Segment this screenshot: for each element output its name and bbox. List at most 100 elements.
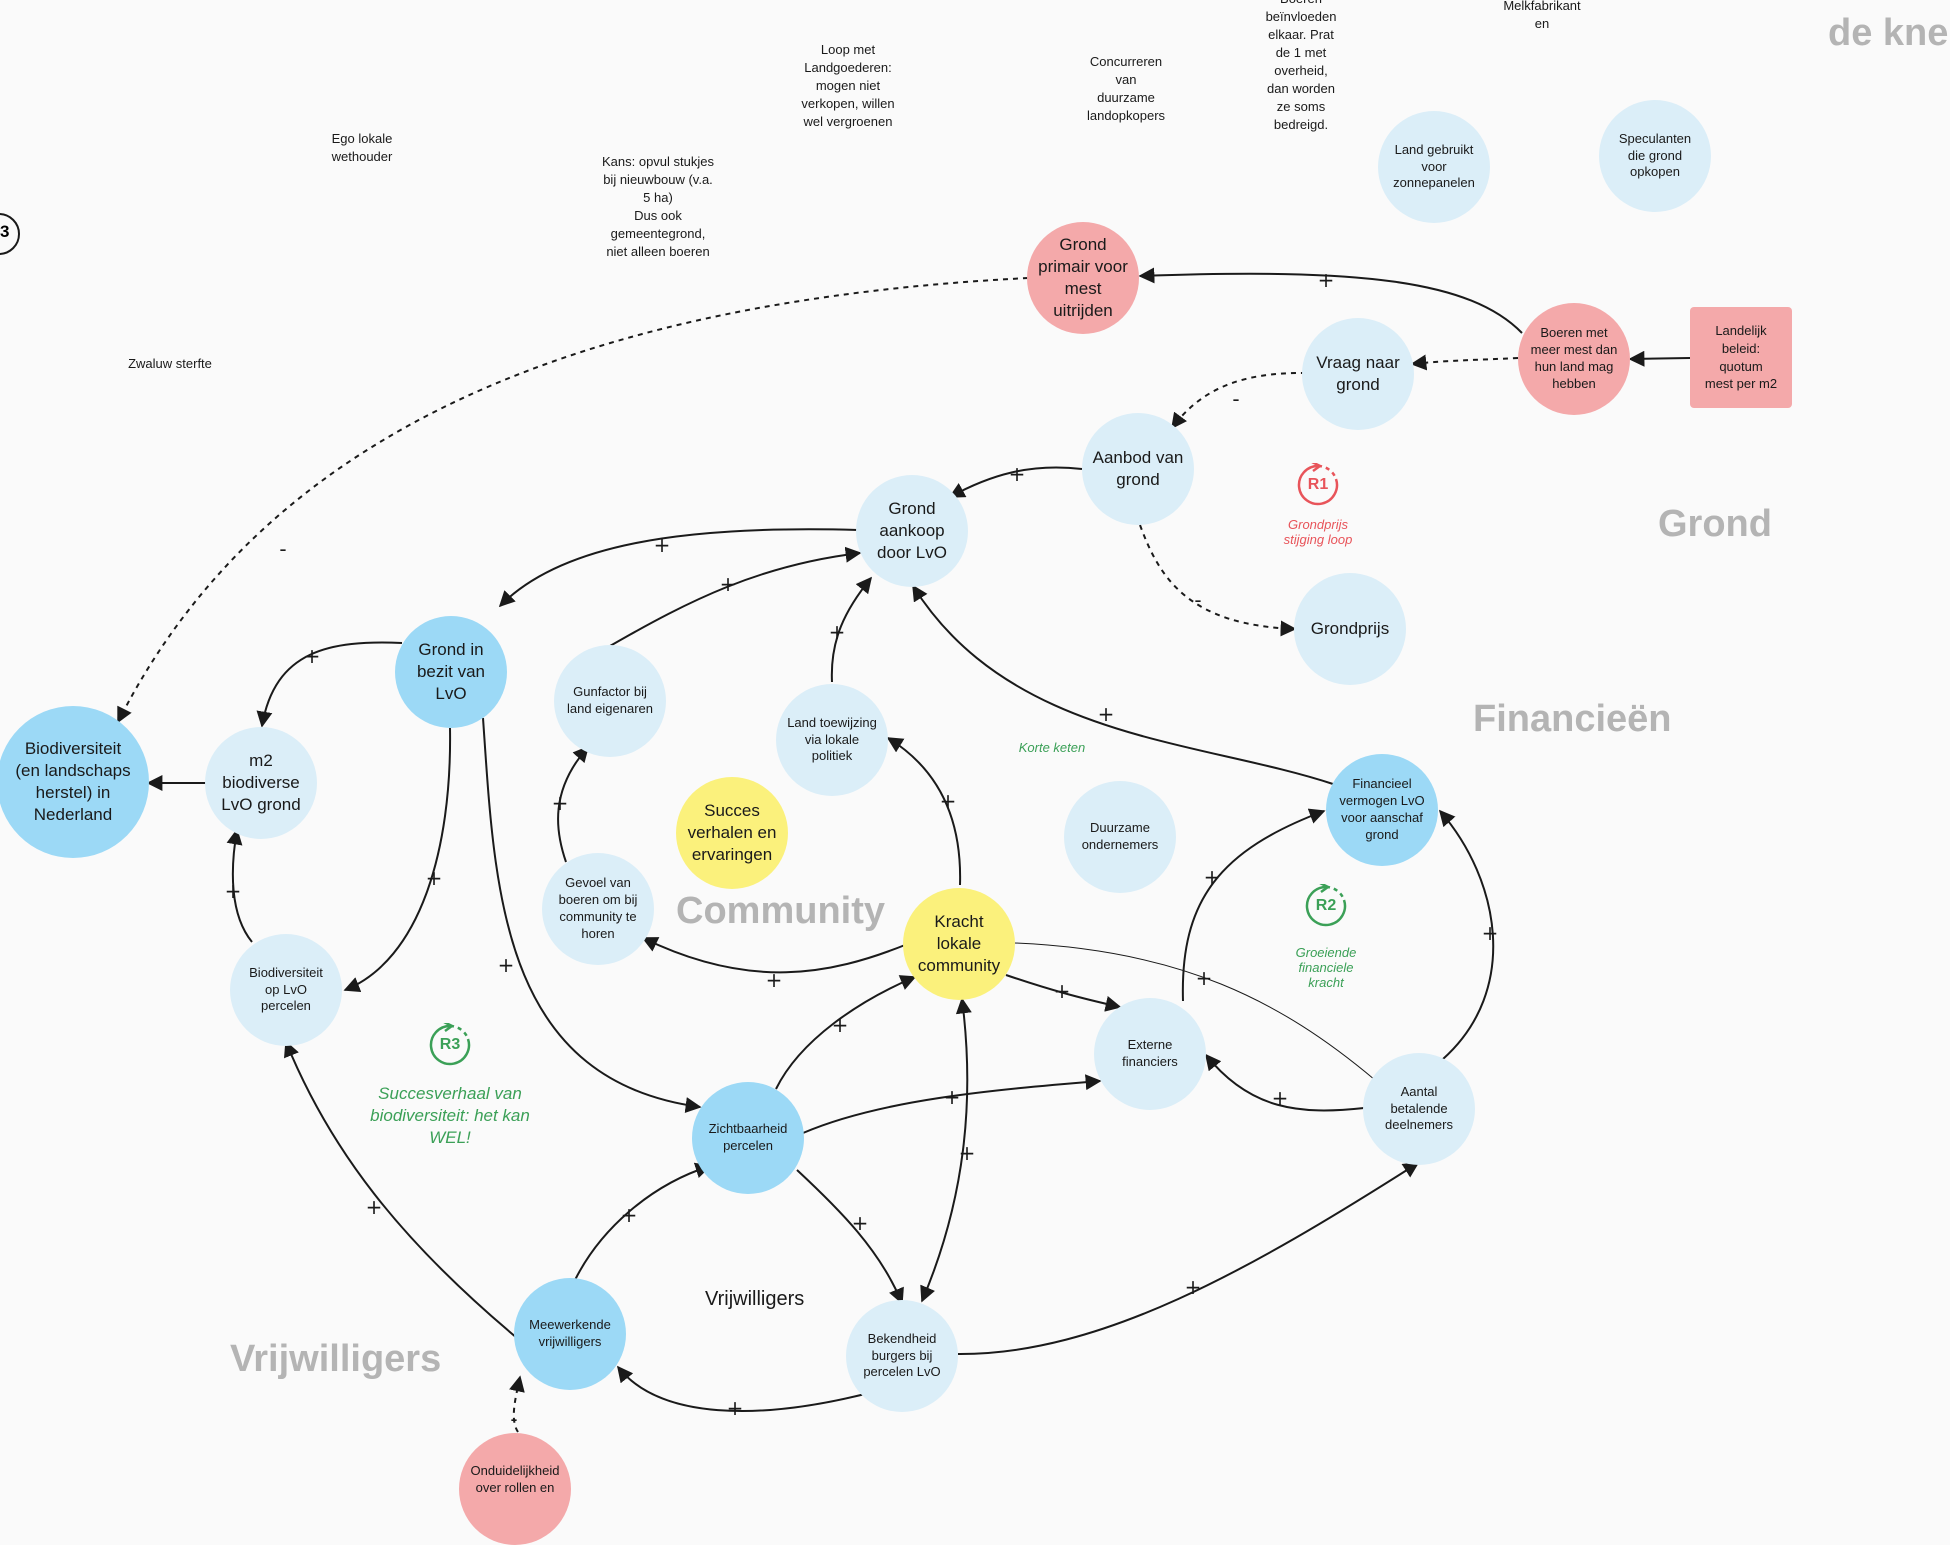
link-zicht-to-bekendheid [796, 1169, 904, 1305]
polarity-plus: + [1054, 979, 1071, 1003]
node-externe-financiers[interactable]: Externe financiers [1094, 998, 1206, 1110]
node-label: Zichtbaarheid percelen [708, 1121, 788, 1153]
node-label: Externe financiers [1122, 1037, 1178, 1069]
link-bekendheid-to-meewerkende [617, 1365, 866, 1413]
node-grond-aankoop-lvo[interactable]: Grond aankoop door LvO [856, 475, 968, 587]
link-onduidelijk-to-meewerkende [509, 1375, 525, 1433]
link-toewijzing-to-aankoop [830, 576, 873, 683]
node-grond-primair-mest[interactable]: Grond primair voor mest uitrijden [1027, 222, 1139, 334]
node-label: Speculanten die grond opkopen [1618, 130, 1692, 180]
polarity-minus: - [510, 1407, 517, 1431]
node-label: Grond primair voor mest uitrijden [1038, 234, 1128, 321]
loop-r3-text: Succesverhaal van biodiversiteit: het ka… [370, 1084, 530, 1148]
polarity-plus: + [1098, 702, 1115, 726]
note-melkfabrikant: Melkfabrikant en [1503, 0, 1581, 31]
node-meewerkende-vrijwilligers[interactable]: Meewerkende vrijwilligers [514, 1278, 626, 1390]
node-kracht-lokale-community[interactable]: Kracht lokale community [903, 888, 1015, 1000]
node-land-zonnepanelen[interactable]: Land gebruikt voor zonnepanelen [1378, 111, 1490, 223]
node-speculanten[interactable]: Speculanten die grond opkopen [1599, 100, 1711, 212]
section-financien: Financieën [1473, 698, 1672, 740]
note-boeren-beinvloeden: Boeren beïnvloeden elkaar. Prat de 1 met… [1265, 0, 1337, 132]
link-bekendheid-to-kracht [920, 997, 972, 1303]
polarity-plus: + [1196, 966, 1213, 990]
loop-r3-icon: R3 [428, 1020, 472, 1067]
link-vraag-to-aanbod [1171, 371, 1307, 430]
polarity-plus: + [225, 879, 242, 903]
node-label: Boeren met meer mest dan hun land mag he… [1530, 325, 1618, 391]
node-grondprijs[interactable]: Grondprijs [1294, 573, 1406, 685]
node-label: Vraag naar grond [1316, 352, 1400, 394]
link-aanbod-to-grondprijs [1139, 524, 1297, 637]
node-biodiversiteit-nederland[interactable]: Biodiversiteit (en landschaps herstel) i… [0, 706, 149, 858]
polarity-plus: + [940, 789, 957, 813]
label-vrijwilligers: Vrijwilligers [705, 1288, 805, 1310]
loop-r2-text: Groeiende financiele kracht [1295, 945, 1357, 990]
loop-r1-id: R1 [1307, 476, 1329, 493]
node-aantal-betalende-deelnemers[interactable]: Aantal betalende deelnemers [1363, 1053, 1475, 1165]
node-label: Land gebruikt voor zonnepanelen [1393, 141, 1475, 191]
node-aanbod-van-grond[interactable]: Aanbod van grond [1082, 413, 1194, 525]
polarity-plus: + [1272, 1086, 1289, 1110]
node-financieel-vermogen[interactable]: Financieel vermogen LvO voor aanschaf gr… [1326, 754, 1438, 866]
link-kracht-to-toewijzing [886, 737, 962, 886]
polarity-labels: + - - + - + + + + + + + + + + + + + + + … [225, 268, 1499, 1431]
link-aantal-to-externe [1204, 1053, 1365, 1112]
polarity-plus: + [1482, 921, 1499, 945]
link-kracht-to-externe [1005, 974, 1122, 1012]
link-financieel-to-aankoop [912, 584, 1334, 785]
polarity-plus: + [852, 1211, 869, 1235]
node-label: Grondprijs [1310, 618, 1390, 638]
node-grond-in-bezit-lvo[interactable]: Grond in bezit van LvO [395, 616, 507, 728]
polarity-minus: - [1194, 588, 1201, 612]
node-label: Grond aankoop door LvO [877, 498, 947, 563]
node-onduidelijkheid-rollen[interactable]: Onduidelijkheid over rollen en [459, 1433, 571, 1545]
node-label: Financieel vermogen LvO voor aanschaf gr… [1339, 776, 1425, 842]
node-gevoel-boeren[interactable]: Gevoel van boeren om bij community te ho… [542, 853, 654, 965]
node-label: Gunfactor bij land eigenaren [566, 684, 654, 716]
node-label: Onduidelijkheid over rollen en [470, 1463, 560, 1495]
link-kracht-to-aantal [1014, 942, 1376, 1081]
node-biodiversiteit-lvo-percelen[interactable]: Biodiversiteit op LvO percelen [230, 934, 342, 1046]
polarity-minus: - [279, 537, 286, 561]
link-gevoel-to-gunfactor [557, 745, 590, 863]
node-zichtbaarheid-percelen[interactable]: Zichtbaarheid percelen [692, 1082, 804, 1194]
label-korte-keten: Korte keten [1018, 740, 1086, 755]
node-vraag-naar-grond[interactable]: Vraag naar grond [1302, 318, 1414, 430]
node-succes-verhalen[interactable]: Succes verhalen en ervaringen [676, 777, 788, 889]
polarity-plus: + [1318, 268, 1335, 292]
polarity-plus: + [498, 953, 515, 977]
node-m2-biodiverse-grond[interactable]: m2 biodiverse LvO grond [205, 727, 317, 839]
node-boeren-meer-mest[interactable]: Boeren met meer mest dan hun land mag he… [1518, 303, 1630, 415]
link-gunfactor-to-aankoop [609, 546, 862, 647]
node-label: Grond in bezit van LvO [416, 639, 486, 704]
node-land-toewijzing[interactable]: Land toewijzing via lokale politiek [776, 684, 888, 796]
polarity-plus: + [829, 620, 846, 644]
polarity-plus: + [621, 1203, 638, 1227]
section-de-kne: de kne [1828, 12, 1949, 54]
node-label: Biodiversiteit op LvO percelen [249, 964, 323, 1014]
link-landelijk-to-boeren [1628, 350, 1691, 367]
link-aantal-to-financieel [1438, 809, 1495, 1060]
node-label: Succes verhalen en ervaringen [687, 800, 777, 865]
node-duurzame-ondernemers[interactable]: Duurzame ondernemers [1064, 781, 1176, 893]
section-community: Community [676, 890, 885, 932]
loop-r1-text: Grondprijs stijging loop [1283, 517, 1353, 547]
node-bekendheid-burgers[interactable]: Bekendheid burgers bij percelen LvO [846, 1300, 958, 1412]
node-landelijk-beleid[interactable]: Landelijk beleid: quotum mest per m2 [1690, 307, 1792, 408]
link-externe-to-financieel [1181, 808, 1326, 1002]
node-label: Aantal betalende deelnemers [1385, 1083, 1453, 1133]
polarity-plus: + [766, 968, 783, 992]
polarity-minus: - [1232, 387, 1239, 411]
node-label: Biodiversiteit (en landschaps herstel) i… [15, 738, 131, 825]
node-label: Bekendheid burgers bij percelen LvO [863, 1330, 941, 1380]
polarity-plus: + [304, 644, 321, 668]
loop-r2-icon: R2 [1304, 881, 1348, 928]
node-label: Land toewijzing via lokale politiek [787, 714, 877, 764]
note-concurreren: Concurreren van duurzame landopkopers [1086, 54, 1166, 123]
polarity-plus: + [1204, 865, 1221, 889]
note-landgoederen: Loop met Landgoederen: mogen niet verkop… [801, 42, 895, 129]
polarity-plus: + [552, 791, 569, 815]
node-gunfactor[interactable]: Gunfactor bij land eigenaren [554, 645, 666, 757]
link-meewerkende-to-zicht [574, 1162, 712, 1281]
